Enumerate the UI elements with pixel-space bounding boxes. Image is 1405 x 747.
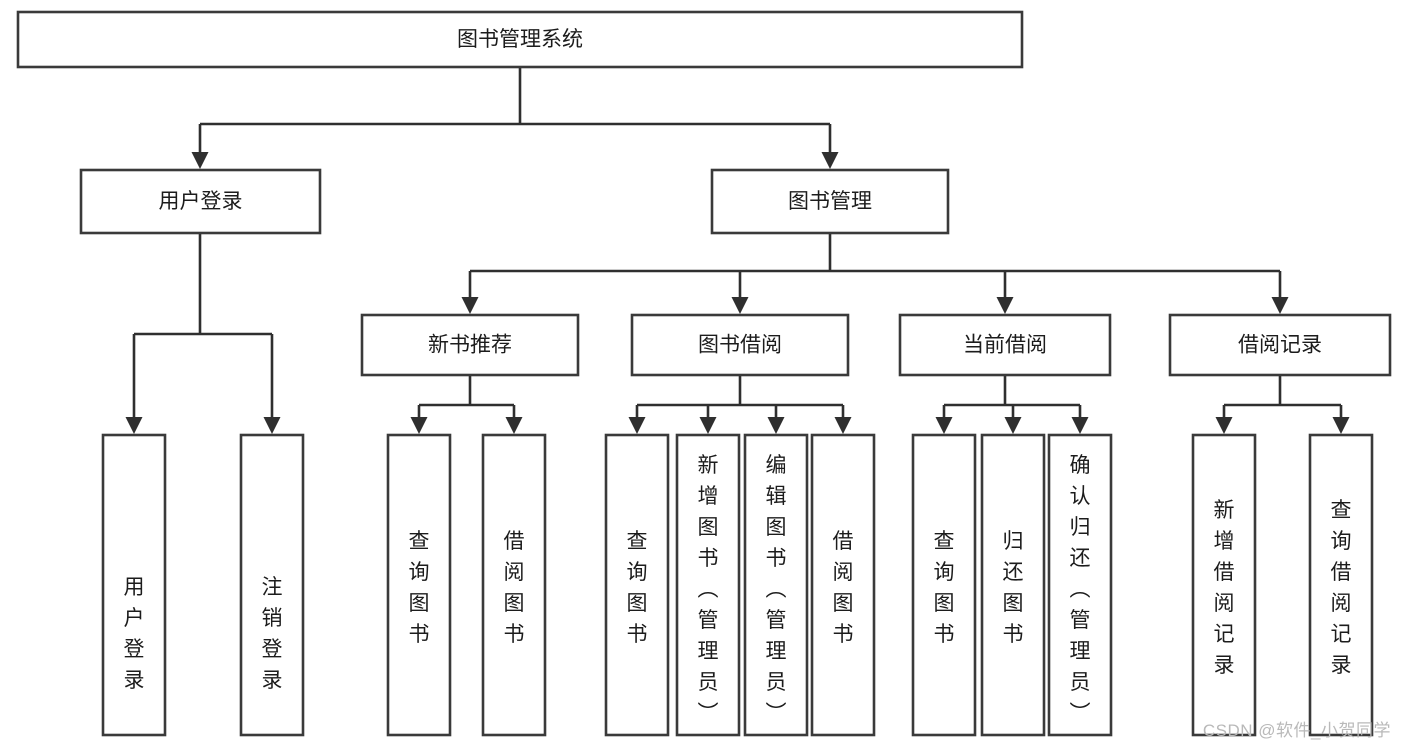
node-label: 借阅记录 — [1238, 334, 1322, 357]
node-leaf-query-book-1[interactable]: 查询图书 — [386, 433, 452, 737]
node-label: 用户登录 — [159, 190, 243, 213]
connector-book-borrow — [628, 375, 852, 434]
node-label: 当前借阅 — [963, 334, 1047, 357]
node-label: 查询图书 — [627, 530, 648, 646]
node-leaf-user-login[interactable]: 用户登录 — [101, 433, 167, 737]
node-leaf-edit-book[interactable]: 编辑图书︵管理员︶ — [743, 433, 809, 737]
node-label: 借阅图书 — [833, 530, 854, 646]
connector-borrow-record — [1215, 375, 1350, 434]
node-label: 编辑图书︵管理员︶ — [766, 454, 787, 725]
node-new-book-recommend[interactable]: 新书推荐 — [360, 313, 580, 377]
node-label: 新增借阅记录 — [1214, 499, 1235, 677]
node-label: 查询图书 — [934, 530, 955, 646]
node-leaf-query-book-2[interactable]: 查询图书 — [604, 433, 670, 737]
connector-root — [191, 67, 839, 169]
node-book-borrow[interactable]: 图书借阅 — [630, 313, 850, 377]
node-leaf-return-book[interactable]: 归还图书 — [980, 433, 1046, 737]
node-leaf-add-book[interactable]: 新增图书︵管理员︶ — [675, 433, 741, 737]
node-leaf-confirm-return[interactable]: 确认归还︵管理员︶ — [1047, 433, 1113, 737]
node-leaf-borrow-book-2[interactable]: 借阅图书 — [810, 433, 876, 737]
connector-book-manage — [461, 233, 1289, 314]
node-label: 归还图书 — [1003, 530, 1024, 646]
node-root[interactable]: 图书管理系统 — [16, 10, 1024, 69]
node-borrow-record[interactable]: 借阅记录 — [1168, 313, 1392, 377]
node-user-login[interactable]: 用户登录 — [79, 168, 322, 235]
connector-new-book-recommend — [410, 375, 523, 434]
node-leaf-borrow-book-1[interactable]: 借阅图书 — [481, 433, 547, 737]
node-label: 图书借阅 — [698, 334, 782, 357]
csdn-watermark: CSDN @软件_小贺同学 — [1202, 721, 1391, 740]
node-label: 查询图书 — [409, 530, 430, 646]
connector-layer — [125, 67, 1350, 434]
node-label: 借阅图书 — [504, 530, 525, 646]
node-label: 确认归还︵管理员︶ — [1070, 454, 1091, 725]
connector-current-borrow — [935, 375, 1089, 434]
node-label: 注销登录 — [262, 576, 283, 692]
node-label: 查询借阅记录 — [1331, 499, 1352, 677]
connector-user-login — [125, 233, 281, 434]
node-leaf-add-record[interactable]: 新增借阅记录 — [1191, 433, 1257, 737]
node-current-borrow[interactable]: 当前借阅 — [898, 313, 1112, 377]
node-label: 新书推荐 — [428, 334, 512, 357]
node-leaf-query-book-3[interactable]: 查询图书 — [911, 433, 977, 737]
node-label: 图书管理系统 — [457, 28, 583, 51]
node-leaf-logout[interactable]: 注销登录 — [239, 433, 305, 737]
node-layer: 图书管理系统用户登录图书管理新书推荐图书借阅当前借阅借阅记录用户登录注销登录查询… — [16, 10, 1392, 737]
node-book-manage[interactable]: 图书管理 — [710, 168, 950, 235]
node-label: 新增图书︵管理员︶ — [698, 454, 719, 725]
node-label: 图书管理 — [788, 190, 872, 213]
node-label: 用户登录 — [124, 576, 145, 692]
node-leaf-query-record[interactable]: 查询借阅记录 — [1308, 433, 1374, 737]
